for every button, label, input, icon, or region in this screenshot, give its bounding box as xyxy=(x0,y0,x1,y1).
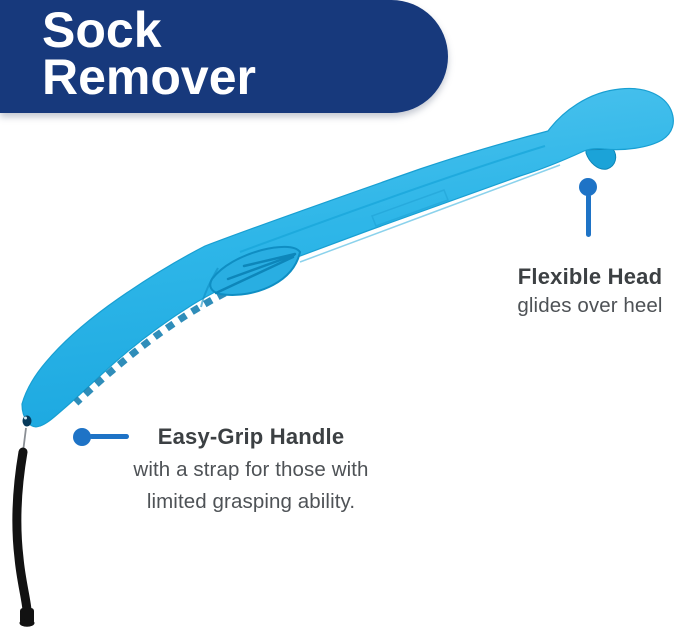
flexible-head-description: glides over heel xyxy=(517,294,663,317)
bottom-bevel-line xyxy=(299,164,561,263)
strap-cord xyxy=(12,447,32,615)
title-banner: Sock Remover xyxy=(0,0,448,113)
shaft-emboss-detail xyxy=(371,189,449,227)
tool-body xyxy=(21,87,674,428)
flexible-head-pointer-dot xyxy=(579,178,597,196)
tip-hole-highlight xyxy=(24,416,27,420)
tip-hole xyxy=(22,415,32,427)
banner-title-line-1: Sock xyxy=(42,2,162,58)
easy-grip-title: Easy-Grip Handle xyxy=(157,424,345,449)
easy-grip-pointer-line xyxy=(89,434,129,439)
flexible-head-pointer-line xyxy=(586,194,591,237)
head-clip xyxy=(585,148,617,170)
banner-title-line-2: Remover xyxy=(42,49,256,105)
easy-grip-description-line-1: with a strap for those with xyxy=(133,458,369,481)
easy-grip-pointer-dot xyxy=(73,428,91,446)
grip-seam-line xyxy=(200,267,219,308)
grip-ridges xyxy=(214,252,297,295)
flexible-head-title: Flexible Head xyxy=(517,264,663,289)
easy-grip-description-line-2: limited grasping ability. xyxy=(146,490,356,513)
strap-knob-tip xyxy=(19,619,35,627)
top-bevel-line xyxy=(239,145,546,253)
